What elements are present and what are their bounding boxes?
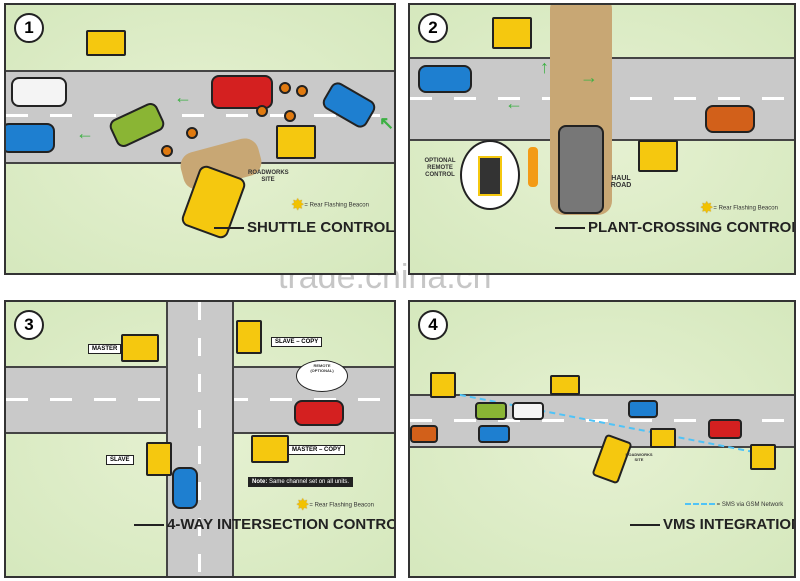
panel-number: 2 <box>418 13 448 43</box>
traffic-signal <box>650 428 676 448</box>
legend: ✸= Rear Flashing Beacon <box>291 197 369 214</box>
note: Note: Same channel set on all units. <box>248 477 354 487</box>
car-blue <box>628 400 658 418</box>
car-white <box>11 77 67 107</box>
panel-title: 4-WAY INTERSECTION CONTROL <box>134 516 394 533</box>
traffic-signal <box>146 442 172 476</box>
panel-title: PLANT-CROSSING CONTROL <box>555 219 794 236</box>
car-red <box>294 400 344 426</box>
car-red <box>211 75 273 109</box>
car-blue <box>6 123 55 153</box>
legend: = SMS via GSM Network <box>685 502 783 508</box>
car-white <box>512 402 544 420</box>
remote-label: OPTIONAL REMOTE CONTROL <box>424 158 456 178</box>
remote-control-bubble <box>460 140 520 210</box>
car-green <box>475 402 507 420</box>
car-blue <box>172 467 198 509</box>
panel-plant-crossing-control: 2 ↑→← OPTIONAL REMOTE CONTROL HAUL ROAD … <box>408 3 796 275</box>
panel-4-way-intersection-control: 3 MASTER SLAVE – COPY SLAVE MASTER – COP… <box>4 300 396 578</box>
car-orange <box>705 105 755 133</box>
roadworks-site-label: ROADWORKS SITE <box>248 170 289 183</box>
traffic-signal <box>251 435 289 463</box>
roadworks-site-label: ROADWORKS SITE <box>625 452 653 462</box>
panel-title: SHUTTLE CONTROL <box>214 219 394 236</box>
car-blue <box>478 425 510 443</box>
beacon-icon: ✸ <box>700 200 714 217</box>
legend: ✸= Rear Flashing Beacon <box>296 497 374 514</box>
car-red <box>708 419 742 439</box>
tag-master-copy: MASTER – COPY <box>288 445 346 455</box>
panel-title: VMS INTEGRATION <box>630 516 794 533</box>
traffic-signal <box>236 320 262 354</box>
remote-bubble: REMOTE (OPTIONAL) <box>296 360 348 392</box>
vms-sign <box>750 444 776 470</box>
tag-slave-copy: SLAVE – COPY <box>271 337 323 347</box>
panel-number: 4 <box>418 310 448 340</box>
traffic-signal <box>550 375 580 395</box>
haul-road-label: HAUL ROAD <box>610 175 632 189</box>
worker <box>528 147 538 187</box>
traffic-signal <box>121 334 159 362</box>
road <box>166 302 234 576</box>
vms-sign <box>430 372 456 398</box>
panel-shuttle-control: 1 ←←↖ ROADWORKS SITE ✸= Rear Flashing Be… <box>4 3 396 275</box>
tag-master: MASTER <box>88 344 122 354</box>
tag-slave: SLAVE <box>106 455 134 465</box>
traffic-signal <box>492 17 532 49</box>
road <box>6 70 394 164</box>
beacon-icon: ✸ <box>296 497 310 514</box>
car-blue <box>418 65 472 93</box>
traffic-signal <box>86 30 126 56</box>
legend: ✸= Rear Flashing Beacon <box>700 200 778 217</box>
car-orange <box>410 425 438 443</box>
panel-vms-integration: 4 ROADWORKS SITE = SMS via GSM Network V… <box>408 300 796 578</box>
dump-truck <box>558 125 604 214</box>
panel-number: 3 <box>14 310 44 340</box>
traffic-signal <box>276 125 316 159</box>
beacon-icon: ✸ <box>291 197 305 214</box>
panel-number: 1 <box>14 13 44 43</box>
traffic-signal <box>638 140 678 172</box>
